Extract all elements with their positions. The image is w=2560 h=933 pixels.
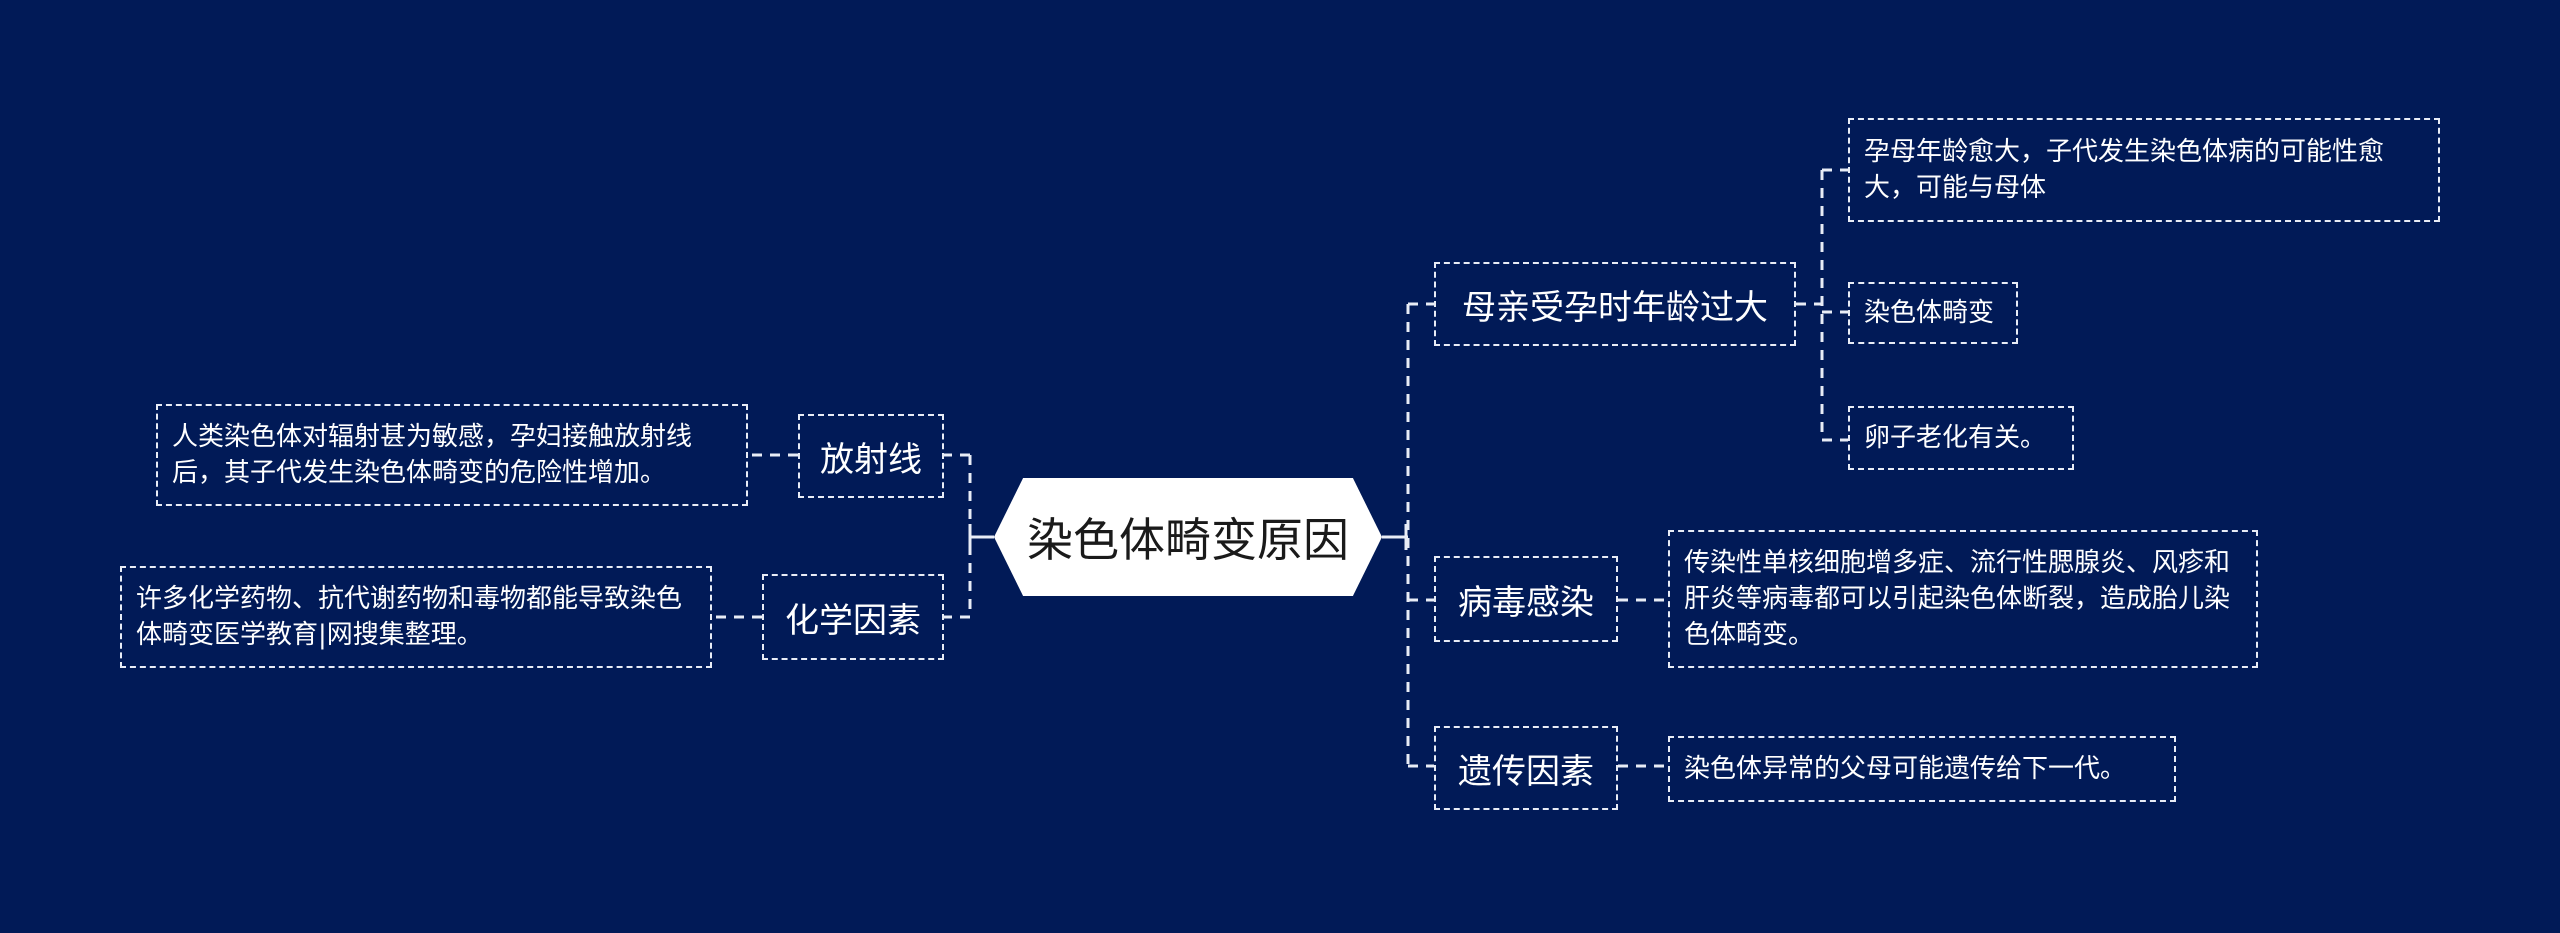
leaf-heredity-1[interactable]: 染色体异常的父母可能遗传给下一代。 <box>1668 736 2176 802</box>
branch-chemical[interactable]: 化学因素 <box>762 574 944 660</box>
leaf-maternal-age-3[interactable]: 卵子老化有关。 <box>1848 406 2074 470</box>
leaf-maternal-age-1[interactable]: 孕母年龄愈大，子代发生染色体病的可能性愈大，可能与母体 <box>1848 118 2440 222</box>
branch-maternal-age[interactable]: 母亲受孕时年龄过大 <box>1434 262 1796 346</box>
right-trunk <box>1406 304 1410 766</box>
leaf-virus-1[interactable]: 传染性单核细胞增多症、流行性腮腺炎、风疹和肝炎等病毒都可以引起染色体断裂，造成胎… <box>1668 530 2258 668</box>
branch-virus[interactable]: 病毒感染 <box>1434 556 1618 642</box>
root-topic[interactable]: 染色体畸变原因 <box>994 478 1382 596</box>
maternal-leaf-trunk <box>1796 168 1848 442</box>
leaf-maternal-age-2[interactable]: 染色体畸变 <box>1848 282 2018 344</box>
left-trunk <box>944 453 972 619</box>
branch-radiation[interactable]: 放射线 <box>798 414 944 498</box>
branch-heredity[interactable]: 遗传因素 <box>1434 726 1618 810</box>
leaf-chemical-1[interactable]: 许多化学药物、抗代谢药物和毒物都能导致染色体畸变医学教育|网搜集整理。 <box>120 566 712 668</box>
leaf-radiation-1[interactable]: 人类染色体对辐射甚为敏感，孕妇接触放射线后，其子代发生染色体畸变的危险性增加。 <box>156 404 748 506</box>
